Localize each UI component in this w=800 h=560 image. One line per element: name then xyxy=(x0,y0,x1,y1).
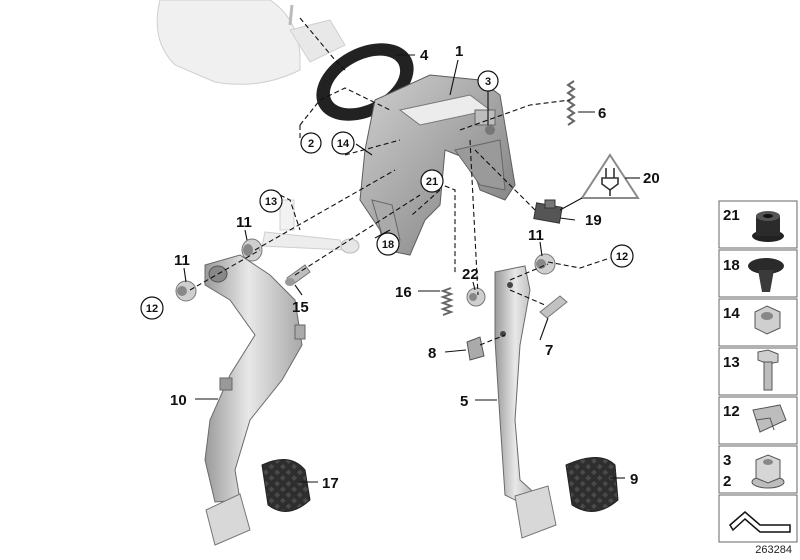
svg-text:13: 13 xyxy=(723,354,740,371)
callout-circle-3: 3 xyxy=(477,70,499,92)
legend-item-expanding-rivet: 18 xyxy=(718,249,798,298)
callout-8: 8 xyxy=(428,345,436,362)
svg-text:18: 18 xyxy=(723,257,740,274)
master-cylinder xyxy=(156,0,346,85)
callout-17: 17 xyxy=(322,475,339,492)
electric-warning-triangle xyxy=(580,153,640,199)
return-spring-lower xyxy=(440,287,454,316)
svg-text:3: 3 xyxy=(485,76,491,88)
bushing-left-lower xyxy=(175,280,197,302)
callout-16: 16 xyxy=(395,284,412,301)
legend-item-hex-nut: 14 xyxy=(718,298,798,347)
grommet-icon xyxy=(752,211,784,242)
callout-circle-14: 14 xyxy=(331,131,355,155)
svg-text:3: 3 xyxy=(723,452,731,469)
pivot-bolt xyxy=(261,199,360,254)
svg-text:2: 2 xyxy=(308,138,314,150)
hex-bolt-icon xyxy=(757,349,779,391)
bracket-symbol-icon xyxy=(729,511,791,533)
legend-item-bracket-symbol xyxy=(718,494,798,543)
bushing-center xyxy=(466,287,486,307)
callout-15: 15 xyxy=(292,299,309,316)
callout-circle-12-right: 12 xyxy=(610,244,634,268)
hex-nut-icon xyxy=(754,305,781,335)
callout-11-upper: 11 xyxy=(236,214,252,231)
svg-text:2: 2 xyxy=(723,473,731,490)
legend-item-collar-nut: 3 2 xyxy=(718,445,798,494)
svg-text:13: 13 xyxy=(265,196,277,208)
callout-4: 4 xyxy=(420,47,429,64)
callouts: 1 4 6 20 19 11 11 11 15 16 22 7 8 10 5 1… xyxy=(140,43,660,492)
callout-20: 20 xyxy=(643,170,660,187)
callout-7: 7 xyxy=(545,342,553,359)
callout-6: 6 xyxy=(598,105,606,122)
legend-item-hex-bolt: 13 xyxy=(718,347,798,396)
svg-text:14: 14 xyxy=(337,138,350,150)
svg-text:12: 12 xyxy=(146,303,158,315)
callout-19: 19 xyxy=(585,212,602,229)
collar-nut-icon xyxy=(751,454,785,489)
svg-text:21: 21 xyxy=(426,176,438,188)
return-spring-upper xyxy=(566,80,576,126)
pin-left xyxy=(285,264,311,286)
pin-right xyxy=(539,295,568,319)
pedal-switch xyxy=(533,199,563,224)
pedal-bracket xyxy=(359,74,516,256)
bushing-left-upper xyxy=(241,238,263,262)
callout-circle-13: 13 xyxy=(259,189,283,213)
callout-circle-2: 2 xyxy=(300,132,322,154)
callout-9: 9 xyxy=(630,471,638,488)
expanding-rivet-icon xyxy=(748,258,784,292)
callout-circle-21: 21 xyxy=(420,169,444,193)
callout-5: 5 xyxy=(460,393,468,410)
fastener-legend: 21 18 14 13 xyxy=(718,200,798,543)
leader-lines xyxy=(183,17,640,483)
spring-clip-nut-icon xyxy=(752,404,787,433)
callout-1: 1 xyxy=(455,43,463,60)
callout-10: 10 xyxy=(170,392,187,409)
callout-22: 22 xyxy=(462,266,479,283)
image-id: 263284 xyxy=(755,544,792,556)
svg-text:14: 14 xyxy=(723,305,740,322)
clutch-pedal xyxy=(204,254,306,546)
callout-circle-12-left: 12 xyxy=(140,296,164,320)
retaining-clip xyxy=(466,336,485,361)
svg-text:12: 12 xyxy=(616,251,628,263)
callout-11-left: 11 xyxy=(174,252,190,269)
pedal-pad-brake xyxy=(565,457,619,512)
pedal-pad-clutch xyxy=(261,459,311,512)
legend-item-spring-clip-nut: 12 xyxy=(718,396,798,445)
bushing-right xyxy=(534,253,556,275)
callout-11-right: 11 xyxy=(528,227,544,244)
svg-text:21: 21 xyxy=(723,207,740,224)
legend-item-grommet: 21 xyxy=(718,200,798,249)
svg-text:18: 18 xyxy=(382,239,394,251)
callout-circle-18: 18 xyxy=(376,232,400,256)
svg-text:12: 12 xyxy=(723,403,740,420)
brake-pedal xyxy=(494,265,557,539)
